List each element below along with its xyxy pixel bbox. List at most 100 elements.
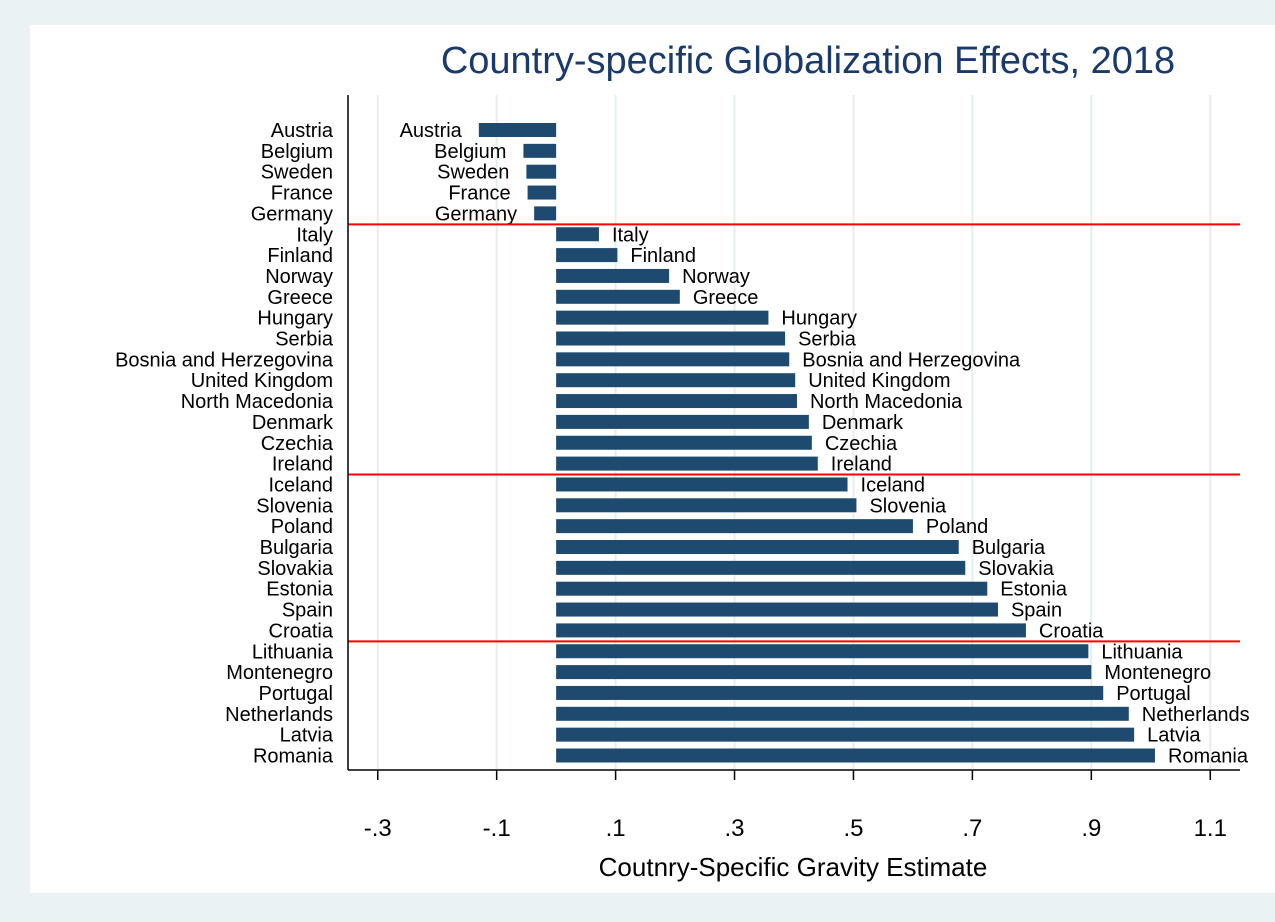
y-tick-label: Iceland <box>269 474 334 496</box>
bar <box>556 498 857 513</box>
data-label: Poland <box>926 516 988 538</box>
bar <box>556 310 769 325</box>
y-tick-label: Lithuania <box>252 641 334 663</box>
y-tick-label: Italy <box>296 224 333 246</box>
data-label: Sweden <box>437 162 509 184</box>
data-label: Bosnia and Herzegovina <box>802 349 1021 371</box>
data-label: Bulgaria <box>972 537 1046 559</box>
x-axis-title: Coutnry-Specific Gravity Estimate <box>599 852 988 882</box>
bar <box>556 435 812 450</box>
y-tick-label: Sweden <box>261 162 333 184</box>
y-tick-label: Slovenia <box>256 495 334 517</box>
data-label: Norway <box>682 266 750 288</box>
bar <box>556 581 988 596</box>
data-label: Spain <box>1011 600 1062 622</box>
data-label: Latvia <box>1147 725 1201 747</box>
data-label: Czechia <box>825 433 898 455</box>
bar <box>556 227 599 242</box>
y-tick-label: Belgium <box>261 141 333 163</box>
bar <box>556 352 790 367</box>
data-label: Lithuania <box>1101 641 1183 663</box>
bar <box>556 394 797 409</box>
y-tick-label: Norway <box>265 266 333 288</box>
bar <box>556 268 670 283</box>
bar <box>556 248 618 263</box>
data-label: Ireland <box>831 454 892 476</box>
y-tick-label: Estonia <box>266 579 334 601</box>
y-tick-label: Serbia <box>275 329 334 351</box>
data-label: Netherlands <box>1142 704 1250 726</box>
y-tick-label: Spain <box>282 600 333 622</box>
data-label: Italy <box>612 224 649 246</box>
y-tick-label: Germany <box>251 203 333 225</box>
data-label: Slovakia <box>978 558 1054 580</box>
x-tick-label: .3 <box>725 815 745 842</box>
bar <box>556 540 959 554</box>
bar <box>556 289 680 304</box>
bar <box>556 665 1092 680</box>
bar <box>556 414 809 429</box>
y-tick-label: Denmark <box>252 412 334 434</box>
y-tick-label: Netherlands <box>225 704 333 726</box>
data-label: Finland <box>630 245 696 267</box>
data-label: United Kingdom <box>808 370 950 392</box>
y-tick-label: Bosnia and Herzegovina <box>115 349 334 371</box>
bar <box>556 519 913 534</box>
data-label: Hungary <box>781 308 857 330</box>
bar <box>556 477 848 492</box>
y-tick-label: Bulgaria <box>260 537 334 559</box>
data-label: Croatia <box>1039 620 1104 642</box>
x-tick-label: .1 <box>606 815 626 842</box>
y-tick-label: Slovakia <box>257 558 333 580</box>
bar <box>556 602 998 617</box>
data-label: North Macedonia <box>810 391 963 413</box>
y-tick-label: United Kingdom <box>191 370 333 392</box>
data-label: Belgium <box>434 141 506 163</box>
group-separators <box>348 223 1240 643</box>
y-tick-label: Austria <box>271 120 334 142</box>
x-tick-label: -.1 <box>483 815 511 842</box>
x-tick-label: -.3 <box>364 815 392 842</box>
bar <box>556 456 818 471</box>
chart-title: Country-specific Globalization Effects, … <box>441 40 1175 82</box>
y-tick-label: France <box>271 183 333 205</box>
y-tick-label: Romania <box>253 746 334 768</box>
data-label: Romania <box>1168 746 1249 768</box>
bar <box>556 373 796 388</box>
data-label: Estonia <box>1000 579 1068 601</box>
bar <box>478 123 557 137</box>
data-label: Denmark <box>822 412 904 434</box>
y-tick-label: Latvia <box>280 725 334 747</box>
y-tick-label: Hungary <box>257 308 333 330</box>
y-tick-label: Portugal <box>259 683 334 705</box>
y-tick-label: Montenegro <box>226 662 333 684</box>
data-label: Austria <box>400 120 463 142</box>
bar <box>534 206 557 221</box>
x-tick-label: .7 <box>962 815 982 842</box>
data-label: Portugal <box>1116 683 1191 705</box>
y-tick-label: Greece <box>267 287 333 309</box>
data-label: France <box>448 183 510 205</box>
data-label: Iceland <box>861 474 926 496</box>
data-label: Serbia <box>798 329 857 351</box>
bar <box>523 143 557 158</box>
bar <box>556 706 1129 721</box>
bar <box>556 727 1135 742</box>
data-label: Slovenia <box>869 495 947 517</box>
y-tick-label: Ireland <box>272 454 333 476</box>
bar <box>527 185 557 200</box>
bar <box>556 331 786 346</box>
data-label: Germany <box>435 203 517 225</box>
y-tick-label: Czechia <box>261 433 334 455</box>
x-tick-label: 1.1 <box>1194 815 1227 842</box>
data-label: Montenegro <box>1104 662 1211 684</box>
bar <box>556 623 1026 638</box>
x-tick-label: .9 <box>1081 815 1101 842</box>
y-tick-label: Finland <box>267 245 333 267</box>
data-label: Greece <box>693 287 759 309</box>
bar <box>556 644 1089 659</box>
bar <box>556 748 1155 763</box>
